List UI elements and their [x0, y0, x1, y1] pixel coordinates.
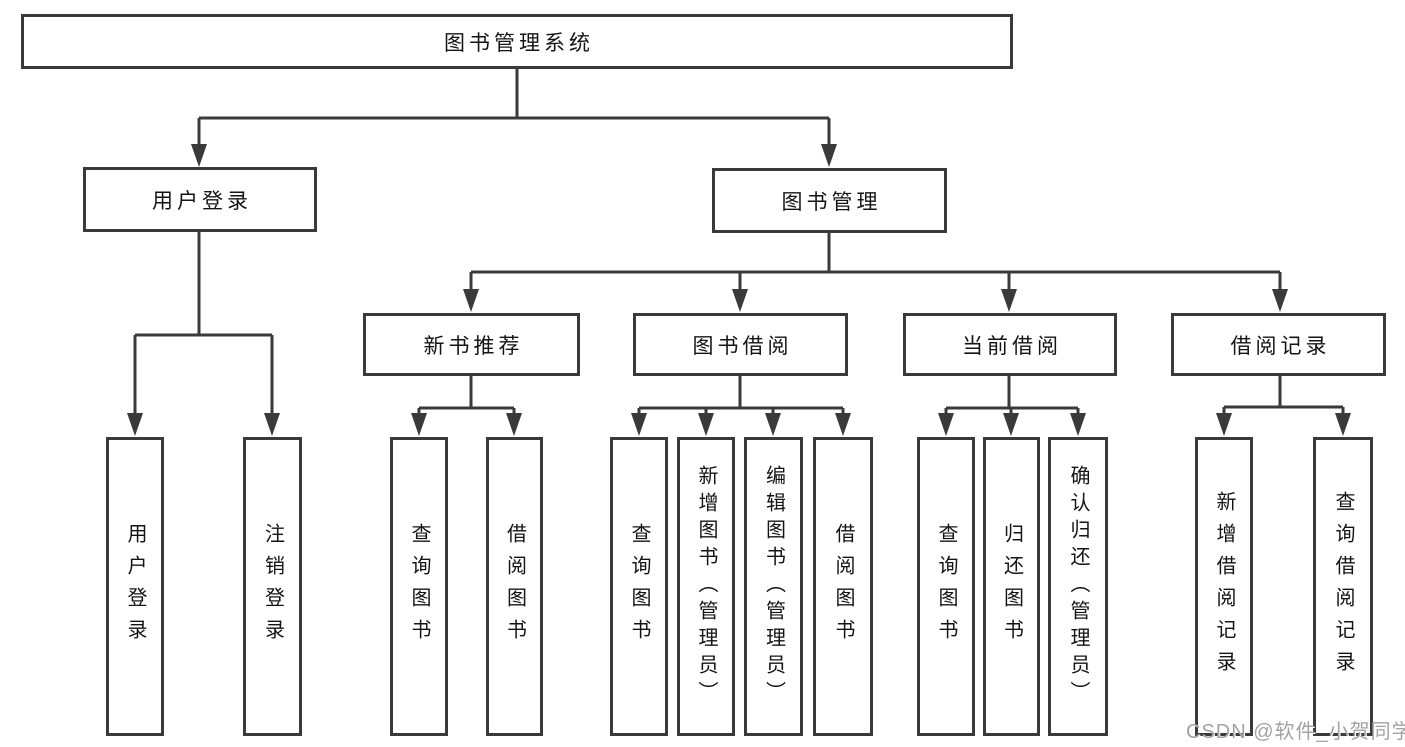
leaf-borrow-books-recommend: 借阅图书: [486, 437, 543, 736]
node-borrow-records: 借阅记录: [1171, 313, 1386, 376]
node-book-management: 图书管理: [712, 168, 947, 233]
leaf-borrow-books: 借阅图书: [813, 437, 873, 736]
node-label: 借阅图书: [503, 522, 526, 651]
arrowhead: [938, 413, 954, 436]
connector-currentborrow-to-leaves: [944, 376, 1080, 420]
node-label: 查询图书: [935, 522, 957, 651]
node-new-book-recommend: 新书推荐: [363, 313, 580, 376]
arrowhead: [821, 144, 837, 167]
arrowhead: [631, 413, 647, 436]
arrowhead: [765, 413, 781, 436]
node-label: 图书管理: [781, 190, 882, 214]
arrowhead: [698, 413, 714, 436]
leaf-add-borrow-record: 新增借阅记录: [1195, 437, 1253, 736]
leaf-edit-book-admin: 编辑图书（管理员）: [744, 437, 803, 736]
arrowhead: [1272, 289, 1288, 312]
arrowhead: [835, 413, 851, 436]
arrowhead: [732, 289, 748, 312]
leaf-query-borrow-record: 查询借阅记录: [1313, 437, 1373, 736]
node-label: 用户登录: [124, 522, 146, 651]
leaf-query-books-recommend: 查询图书: [390, 437, 448, 736]
arrowhead: [191, 144, 207, 167]
node-label: 查询图书: [408, 522, 430, 651]
node-label: 借阅图书: [832, 522, 854, 651]
node-label: 编辑图书（管理员）: [762, 465, 785, 708]
node-label: 查询图书: [628, 522, 650, 651]
node-label: 注销登录: [261, 522, 284, 651]
arrowhead: [127, 413, 143, 436]
leaf-user-login: 用户登录: [106, 437, 164, 736]
node-label: 确认归还（管理员）: [1067, 465, 1089, 708]
connector-newbook-to-leaves: [417, 376, 516, 420]
node-label: 借阅记录: [1230, 334, 1331, 358]
connector-records-to-leaves: [1222, 376, 1345, 420]
node-label: 新增图书（管理员）: [695, 465, 717, 708]
leaf-return-book: 归还图书: [983, 437, 1040, 736]
connector-root-to-level2: [197, 69, 831, 150]
leaf-query-books-borrow: 查询图书: [610, 437, 668, 736]
leaf-confirm-return-admin: 确认归还（管理员）: [1048, 437, 1108, 736]
leaf-logout: 注销登录: [243, 437, 302, 736]
arrowhead: [1001, 289, 1017, 312]
connector-userlogin-to-leaves: [133, 232, 274, 420]
node-label: 当前借阅: [962, 334, 1062, 358]
arrowhead: [411, 413, 427, 436]
arrowhead: [463, 289, 479, 312]
node-label: 新书推荐: [423, 334, 524, 358]
node-label: 归还图书: [1000, 522, 1023, 651]
node-user-login: 用户登录: [83, 167, 317, 232]
leaf-query-books-current: 查询图书: [917, 437, 975, 736]
arrowhead: [506, 413, 522, 436]
node-label: 图书管理系统: [444, 31, 594, 55]
node-label: 用户登录: [152, 189, 252, 213]
leaf-add-book-admin: 新增图书（管理员）: [677, 437, 735, 736]
arrowhead: [1216, 413, 1232, 436]
arrowhead: [1335, 413, 1351, 436]
node-root: 图书管理系统: [21, 14, 1013, 69]
node-label: 新增借阅记录: [1213, 490, 1235, 683]
arrowhead: [264, 413, 280, 436]
node-book-borrow: 图书借阅: [633, 313, 848, 376]
node-current-borrow: 当前借阅: [903, 313, 1117, 376]
node-label: 查询借阅记录: [1332, 490, 1354, 683]
node-label: 图书借阅: [692, 334, 793, 358]
connector-bookmgmt-to-level3: [469, 233, 1282, 296]
arrowhead: [1003, 413, 1019, 436]
watermark: CSDN @软件_小贺同学: [1186, 721, 1405, 743]
arrowhead: [1070, 413, 1086, 436]
connector-bookborrow-to-leaves: [637, 376, 845, 420]
